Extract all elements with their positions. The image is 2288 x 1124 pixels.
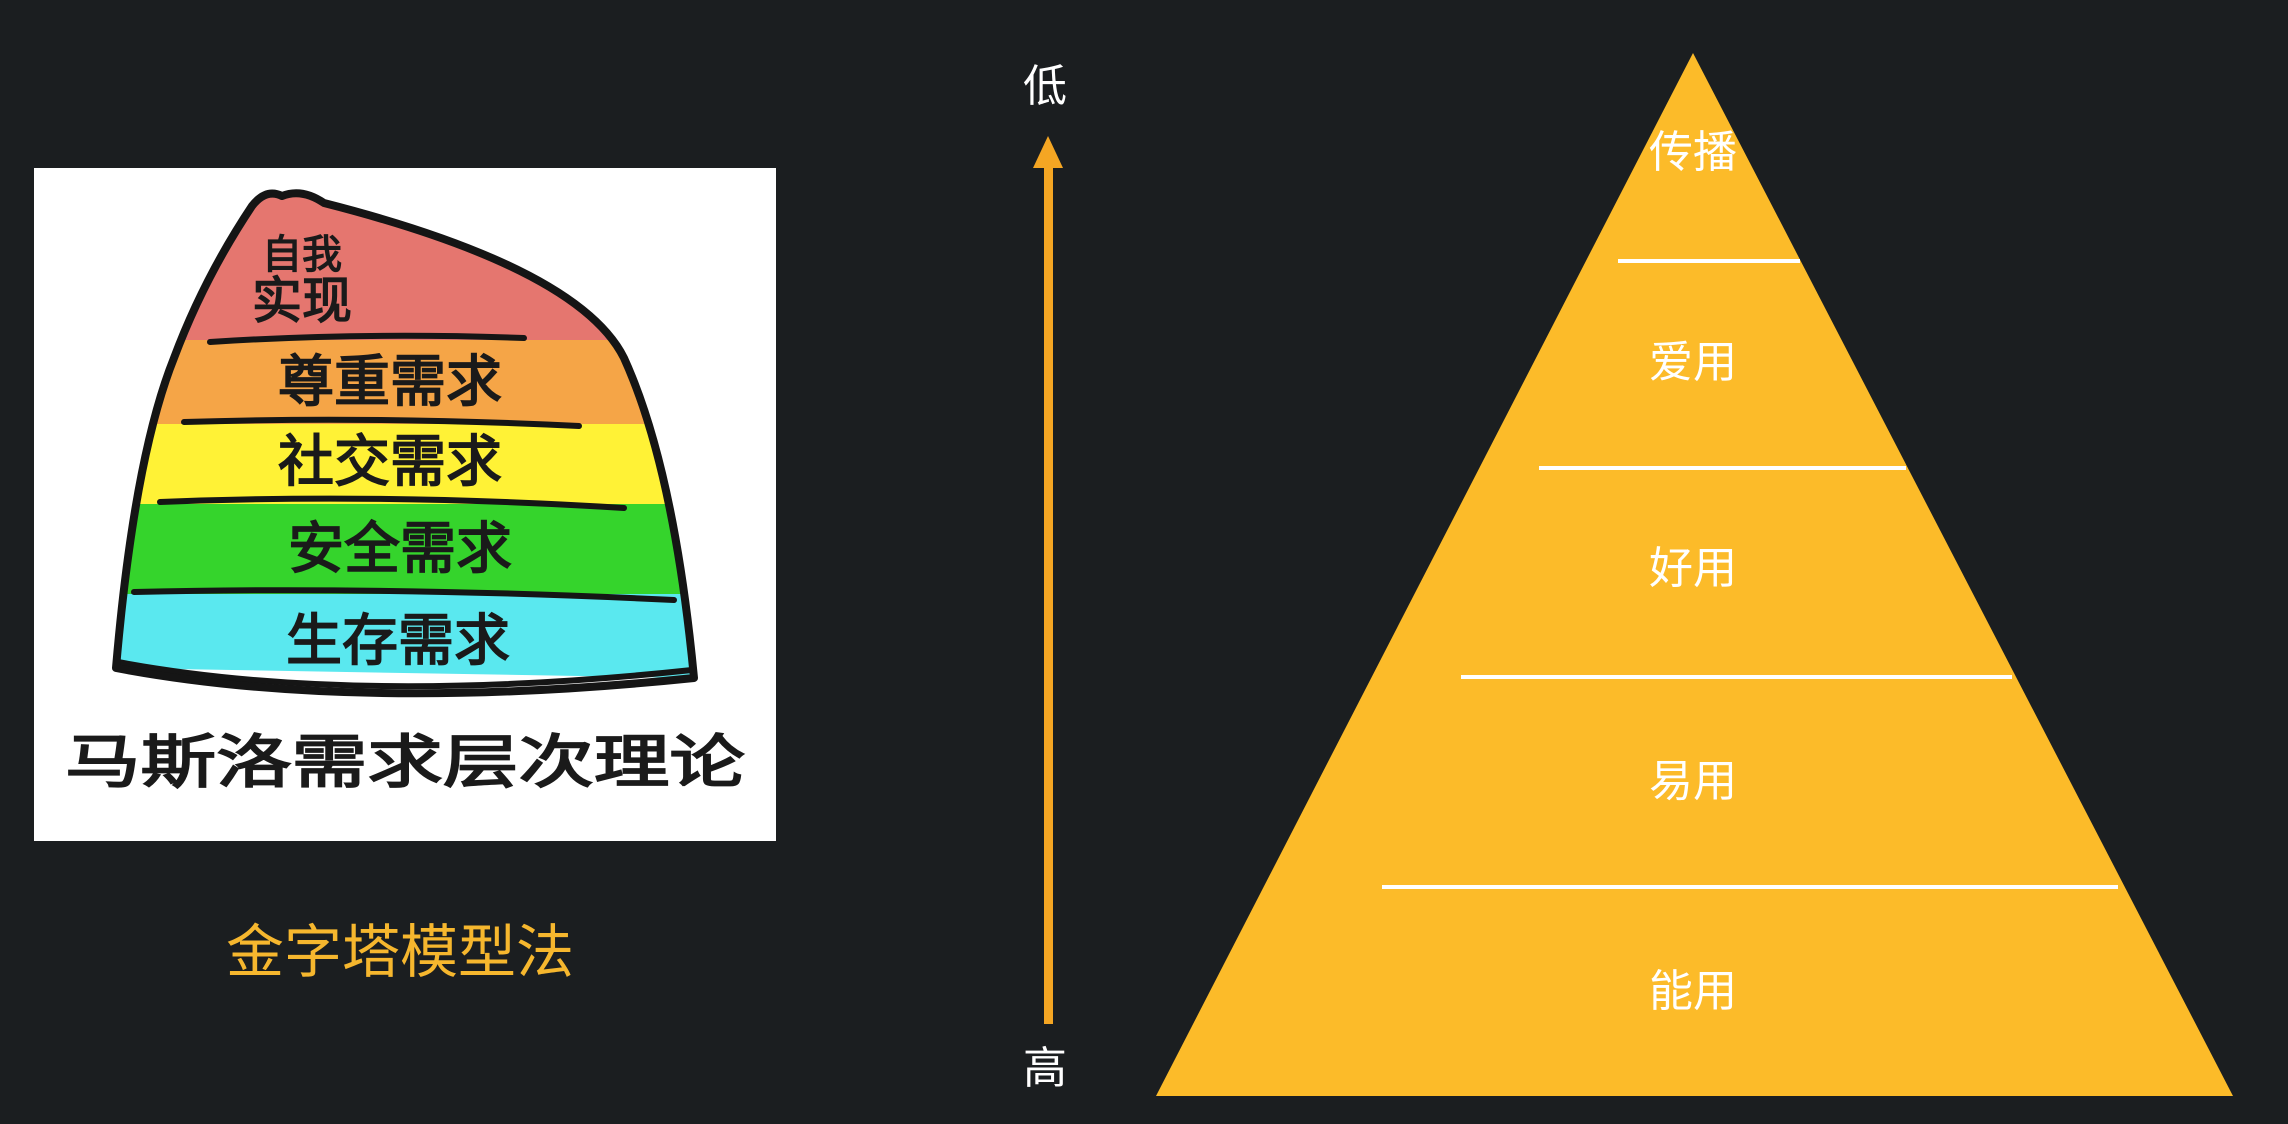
axis-arrow xyxy=(1033,136,1063,1024)
arrow-head-icon xyxy=(1033,136,1063,168)
maslow-illustration: 自我 实现 尊重需求 社交需求 安全需求 生存需求 马斯洛需求层次理论 xyxy=(34,168,776,841)
maslow-label-social: 社交需求 xyxy=(278,430,502,495)
maslow-band-safety xyxy=(116,504,694,594)
maslow-pyramid-drawing: 自我 实现 尊重需求 社交需求 安全需求 生存需求 马斯洛需求层次理论 xyxy=(65,189,746,796)
maslow-label-self-line2: 实现 xyxy=(252,272,352,330)
maslow-band-esteem xyxy=(116,340,694,424)
maslow-label-self-line1: 自我 xyxy=(262,232,342,278)
maslow-band-self xyxy=(116,193,694,340)
maslow-label-esteem: 尊重需求 xyxy=(278,350,502,415)
maslow-band-survival xyxy=(116,594,694,678)
pyramid-level-spread: 传播 xyxy=(1649,127,1737,178)
pyramid-level-easy: 易用 xyxy=(1649,756,1737,807)
maslow-label-safety: 安全需求 xyxy=(288,517,512,582)
product-pyramid: 传播 爱用 好用 易用 能用 xyxy=(1156,53,2233,1096)
pyramid-level-good: 好用 xyxy=(1649,543,1737,594)
axis-bottom-label: 高 xyxy=(1023,1043,1067,1094)
maslow-caption: 马斯洛需求层次理论 xyxy=(65,728,746,796)
pyramid-level-usable: 能用 xyxy=(1649,966,1737,1017)
maslow-band-social xyxy=(116,424,694,504)
pyramid-body xyxy=(1156,53,2233,1096)
maslow-label-survival: 生存需求 xyxy=(286,609,510,674)
axis-top-label: 低 xyxy=(1023,61,1067,112)
pyramid-level-love: 爱用 xyxy=(1649,337,1737,388)
axis-line xyxy=(1044,164,1053,1024)
model-title: 金字塔模型法 xyxy=(225,918,574,986)
